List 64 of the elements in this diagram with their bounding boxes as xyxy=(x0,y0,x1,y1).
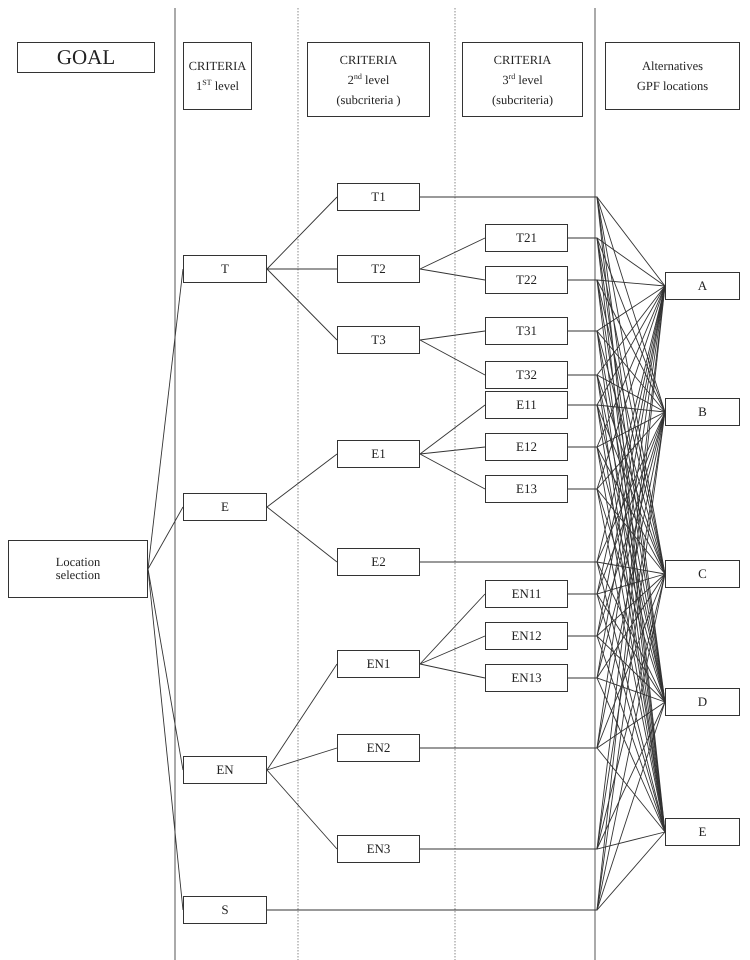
header-text: CRITERIA xyxy=(340,52,398,68)
connector-line xyxy=(266,268,338,340)
connector-line xyxy=(420,268,486,280)
connector-line xyxy=(420,446,486,454)
connector-line xyxy=(266,268,338,270)
alternative-box: B xyxy=(665,398,740,426)
alternative-box: D xyxy=(665,688,740,716)
connector-line xyxy=(420,404,486,454)
criterion-box: T32 xyxy=(485,361,568,389)
criterion-box: EN12 xyxy=(485,622,568,650)
connector-line xyxy=(266,506,338,562)
criterion-box: EN2 xyxy=(337,734,420,762)
connector-line xyxy=(266,454,338,508)
header-text: 2$^{nd}$ level xyxy=(348,70,390,88)
goal-box: Location selection xyxy=(8,540,148,598)
connector-line xyxy=(420,330,486,340)
alternative-box: C xyxy=(665,560,740,588)
header-text: CRITERIA xyxy=(494,52,552,68)
criterion-box: E2 xyxy=(337,548,420,576)
header-text: (subcriteria ) xyxy=(336,92,401,108)
criterion-box: E xyxy=(183,493,267,521)
connector-line xyxy=(266,770,338,850)
connector-line xyxy=(420,594,486,664)
header-text: 1$^{ST}$ level xyxy=(196,76,239,95)
criterion-box: EN1 xyxy=(337,650,420,678)
connector-line xyxy=(148,506,184,570)
connector-line xyxy=(420,238,486,270)
criterion-box: EN11 xyxy=(485,580,568,608)
column-header-box xyxy=(605,42,740,110)
criterion-box: T3 xyxy=(337,326,420,354)
alternative-box: E xyxy=(665,818,740,846)
criterion-box: T2 xyxy=(337,255,420,283)
connector-line xyxy=(420,636,486,664)
connector-line xyxy=(266,196,338,270)
criterion-box: E12 xyxy=(485,433,568,461)
criterion-box: EN xyxy=(183,756,267,784)
connector-line xyxy=(266,664,338,770)
header-text: GPF locations xyxy=(636,78,708,95)
header-text: CRITERIA xyxy=(188,58,246,75)
criterion-box: T21 xyxy=(485,224,568,252)
criterion-box: E1 xyxy=(337,440,420,468)
column-header-box xyxy=(307,42,430,117)
column-header-box xyxy=(183,42,252,110)
criterion-box: T22 xyxy=(485,266,568,294)
criterion-box: T1 xyxy=(337,183,420,211)
column-header-box xyxy=(462,42,583,117)
connector-line xyxy=(420,832,666,850)
alternative-box: A xyxy=(665,272,740,300)
criterion-box: T xyxy=(183,255,267,283)
criterion-box: EN13 xyxy=(485,664,568,692)
criterion-box: E13 xyxy=(485,475,568,503)
criterion-box: EN3 xyxy=(337,835,420,863)
connector-line xyxy=(420,748,666,832)
connector-line xyxy=(420,340,486,376)
header-text: 3$^{rd}$ level xyxy=(502,70,543,88)
header-text: (subcriteria) xyxy=(492,92,554,108)
goal-heading-box: GOAL xyxy=(17,42,155,73)
criterion-box: S xyxy=(183,896,267,924)
criterion-box: T31 xyxy=(485,317,568,345)
connector-line xyxy=(266,748,338,770)
connector-line xyxy=(420,454,486,490)
header-text: Alternatives xyxy=(642,58,704,75)
criterion-box: E11 xyxy=(485,391,568,419)
connector-line xyxy=(420,664,486,678)
